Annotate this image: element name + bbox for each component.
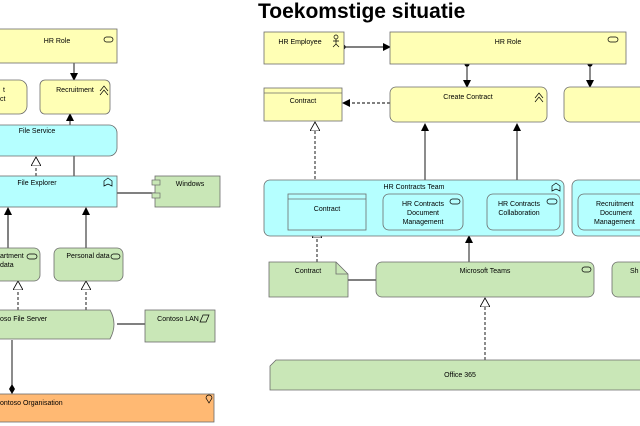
location-icon (205, 394, 213, 404)
service-partial-label-2: ct (0, 96, 6, 103)
page-title: Toekomstige situatie (258, 0, 466, 23)
hr-employee-label: HR Employee (278, 39, 321, 46)
file-service-label: File Service (19, 128, 56, 135)
hr-contracts-collaboration[interactable]: HR Contracts Collaboration (486, 193, 561, 231)
recruitment-team-partial[interactable]: Recruitment Document Management (571, 179, 640, 237)
contoso-organisation[interactable]: ontoso Organisation (0, 393, 215, 423)
hr-role-left-label: HR Role (44, 38, 71, 45)
contract-artifact[interactable]: Contract (268, 261, 349, 298)
function-icon (551, 182, 561, 192)
process-icon (534, 92, 544, 103)
right-view: HR Employee HR Role Contract Create Cont… (263, 31, 640, 391)
hr-role-right[interactable]: HR Role (389, 31, 627, 65)
contract-component[interactable]: Contract (287, 193, 367, 231)
role-icon (103, 36, 114, 43)
business-process-partial-right[interactable] (563, 86, 640, 123)
department-data[interactable]: artment data (0, 247, 41, 282)
collab-label-1: HR Contracts (498, 201, 541, 208)
recruitment-left[interactable]: Recruitment (39, 79, 111, 115)
organisation-label: ontoso Organisation (0, 400, 63, 407)
personal-data-label: Personal data (66, 253, 109, 260)
recruitment-left-label: Recruitment (56, 87, 94, 94)
contract-artifact-label: Contract (295, 268, 322, 275)
contract-business-label: Contract (290, 98, 317, 105)
hr-contracts-document-management[interactable]: HR Contracts Document Management (382, 193, 464, 231)
microsoft-teams[interactable]: Microsoft Teams (375, 261, 595, 298)
windows-label: Windows (176, 181, 205, 188)
file-explorer-label: File Explorer (17, 180, 57, 187)
recruit-label-2: Document (600, 210, 632, 217)
file-server[interactable]: oso File Server (0, 309, 115, 340)
office365-label: Office 365 (444, 372, 476, 379)
docmgmt-label-1: HR Contracts (402, 201, 445, 208)
contract-component-label: Contract (314, 206, 341, 213)
create-contract[interactable]: Create Contract (389, 86, 548, 123)
sh-label: Sh (630, 268, 639, 275)
lan-label: Contoso LAN (157, 316, 199, 323)
contoso-lan[interactable]: Contoso LAN (144, 309, 216, 343)
teams-label: Microsoft Teams (460, 268, 511, 275)
data-icon (110, 253, 121, 260)
system-software-icon (581, 266, 592, 273)
hr-role-right-label: HR Role (495, 39, 522, 46)
department-data-label-1: artment (0, 253, 24, 260)
docmgmt-label-2: Document (407, 210, 439, 217)
office-365[interactable]: Office 365 (269, 359, 640, 391)
service-icon (449, 198, 461, 205)
file-service[interactable]: File Service (0, 124, 118, 157)
file-explorer[interactable]: File Explorer (0, 175, 118, 208)
business-service-partial-left[interactable]: t ct (0, 79, 28, 115)
file-server-label: oso File Server (0, 316, 48, 323)
role-icon (607, 36, 619, 43)
process-icon (99, 85, 109, 96)
windows-node[interactable]: Windows (151, 175, 221, 208)
sharepoint-partial[interactable]: Sh (611, 261, 640, 298)
left-view: HR Role t ct Recruitment File Service Fi… (0, 28, 221, 423)
contract-business-object[interactable]: Contract (263, 87, 343, 122)
department-data-label-2: data (0, 262, 14, 269)
create-contract-label: Create Contract (443, 94, 492, 101)
hr-employee[interactable]: HR Employee (263, 31, 345, 65)
hr-role-left[interactable]: HR Role (0, 28, 118, 64)
actor-icon (332, 34, 340, 48)
team-label: HR Contracts Team (384, 184, 445, 191)
personal-data[interactable]: Personal data (53, 247, 124, 282)
docmgmt-label-3: Management (403, 219, 444, 226)
service-icon (546, 198, 558, 205)
function-icon (103, 177, 113, 187)
data-icon (26, 253, 38, 260)
collab-label-2: Collaboration (498, 210, 539, 217)
recruit-label-1: Recruitment (596, 201, 634, 208)
recruit-label-3: Management (594, 219, 635, 226)
service-partial-label: t (3, 87, 5, 94)
